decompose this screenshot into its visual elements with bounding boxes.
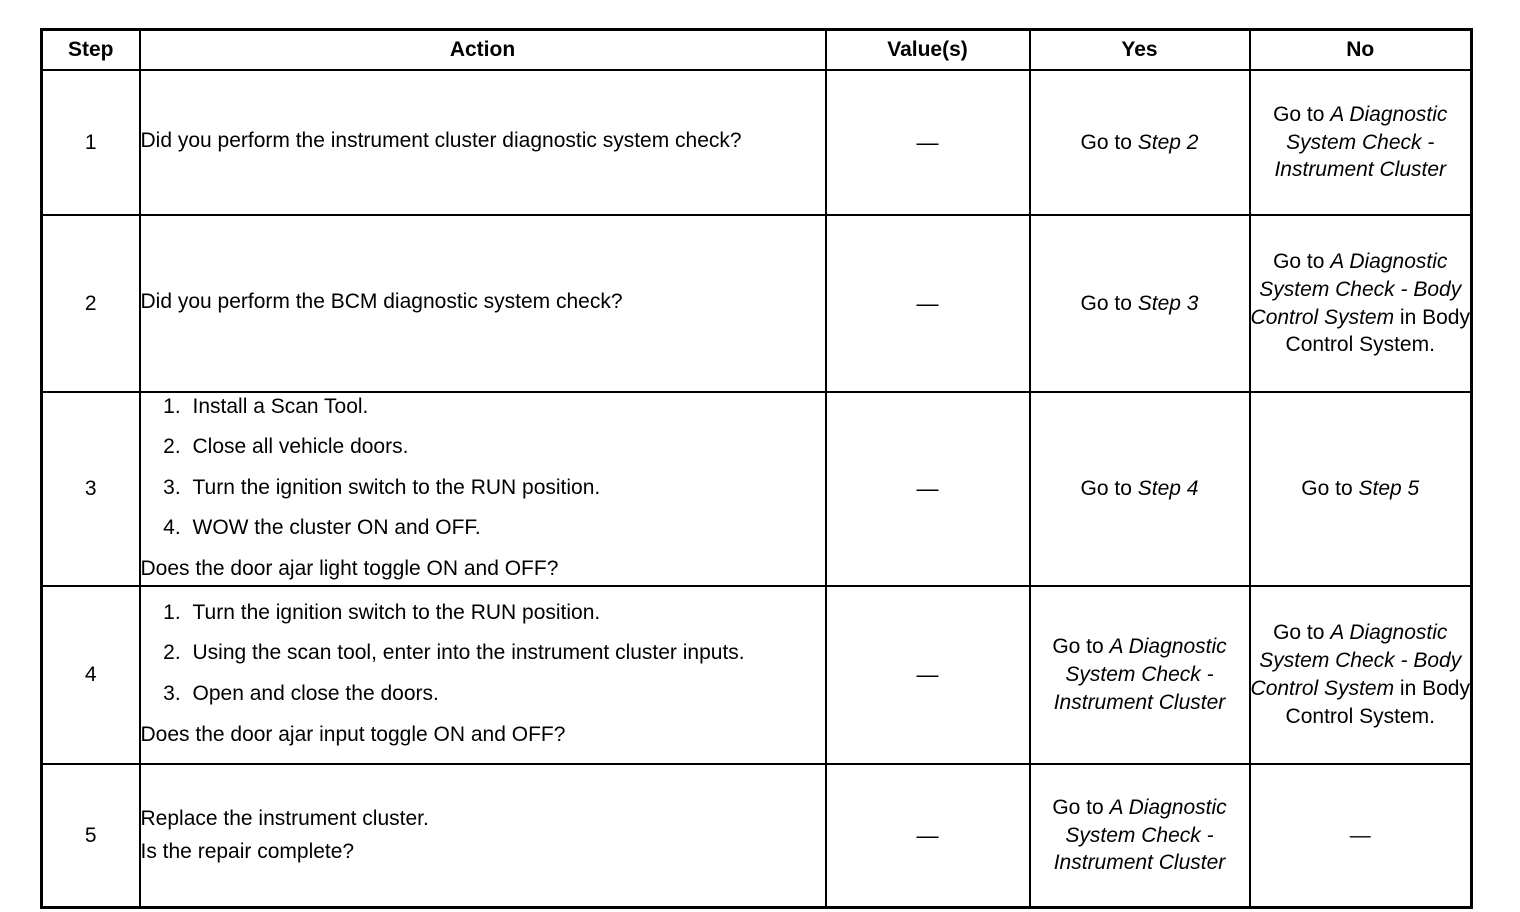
reference-title: A Diagnostic System Check - Instrument C… <box>1274 102 1448 182</box>
reference-title: Step 3 <box>1137 291 1199 315</box>
header-row: Step Action Value(s) Yes No <box>40 28 1473 71</box>
table-header: Step Action Value(s) Yes No <box>40 28 1473 71</box>
column-header-step: Step <box>40 28 141 71</box>
action-step-item: Using the scan tool, enter into the inst… <box>187 639 825 667</box>
reference-title: Step 5 <box>1358 477 1420 501</box>
no-branch-cell: Go to Step 5 <box>1248 391 1473 587</box>
action-question: Did you perform the instrument cluster d… <box>140 129 742 153</box>
yes-branch-text: Go to Step 3 <box>1080 291 1199 315</box>
value-dash: — <box>916 475 939 501</box>
action-cell: Install a Scan Tool. Close all vehicle do… <box>138 391 827 587</box>
value-cell: — <box>824 69 1031 216</box>
action-step-list: Turn the ignition switch to the RUN posi… <box>141 599 825 708</box>
no-branch-text: Go to Step 5 <box>1301 477 1420 501</box>
reference-title: A Diagnostic System Check - Body Control… <box>1250 621 1462 700</box>
step-number-cell: 1 <box>40 69 141 216</box>
table-row: 3 Install a Scan Tool. Close all vehicle d… <box>40 391 1473 587</box>
action-step-item: Turn the ignition switch to the RUN posi… <box>187 474 825 502</box>
action-step-item: Open and close the doors. <box>187 680 825 708</box>
no-branch-text: Go to A Diagnostic System Check - Instru… <box>1273 102 1448 182</box>
action-trailing-question: Does the door ajar light toggle ON and O… <box>140 557 559 581</box>
no-branch-text: Go to A Diagnostic System Check - Body C… <box>1250 621 1470 728</box>
step-number-cell: 2 <box>40 214 141 393</box>
action-question: Did you perform the BCM diagnostic syste… <box>140 290 623 314</box>
reference-title: A Diagnostic System Check - Instrument C… <box>1053 795 1227 875</box>
column-header-values: Value(s) <box>824 28 1031 71</box>
table-row: 4 Turn the ignition switch to the RUN pos… <box>40 584 1473 765</box>
value-cell: — <box>824 584 1031 765</box>
value-cell: — <box>824 214 1031 393</box>
reference-title: Step 2 <box>1137 130 1199 154</box>
value-dash: — <box>916 129 939 155</box>
action-step-item: Install a Scan Tool. <box>187 393 825 421</box>
yes-branch-cell: Go to A Diagnostic System Check - Instru… <box>1028 762 1251 909</box>
no-branch-cell: Go to A Diagnostic System Check - Body C… <box>1248 214 1473 393</box>
column-header-no: No <box>1248 28 1473 71</box>
yes-branch-cell: Go to Step 2 <box>1028 69 1251 216</box>
action-trailing-question: Is the repair complete? <box>140 839 355 863</box>
yes-branch-text: Go to Step 4 <box>1080 477 1199 501</box>
action-step-list: Install a Scan Tool. Close all vehicle do… <box>141 393 825 542</box>
value-dash: — <box>916 822 939 848</box>
yes-branch-text: Go to A Diagnostic System Check - Instru… <box>1052 795 1227 875</box>
yes-branch-cell: Go to Step 3 <box>1028 214 1251 393</box>
no-branch-cell: Go to A Diagnostic System Check - Body C… <box>1248 584 1473 765</box>
action-cell: Did you perform the instrument cluster d… <box>138 69 827 216</box>
yes-branch-cell: Go to A Diagnostic System Check - Instru… <box>1028 584 1251 765</box>
action-step-item: WOW the cluster ON and OFF. <box>187 514 825 542</box>
value-dash: — <box>916 290 939 316</box>
yes-branch-text: Go to Step 2 <box>1080 130 1199 154</box>
no-branch-text: Go to A Diagnostic System Check - Body C… <box>1250 250 1470 357</box>
no-branch-text: — <box>1349 823 1371 847</box>
action-cell: Turn the ignition switch to the RUN posi… <box>138 584 827 765</box>
step-number-cell: 3 <box>40 391 141 587</box>
reference-title: A Diagnostic System Check - Body Control… <box>1250 250 1462 329</box>
value-cell: — <box>824 391 1031 587</box>
step-number-cell: 5 <box>40 762 141 909</box>
action-question: Replace the instrument cluster. <box>140 807 429 831</box>
value-dash: — <box>916 661 939 687</box>
reference-title: Step 4 <box>1137 477 1199 501</box>
column-header-yes: Yes <box>1028 28 1251 71</box>
action-cell: Did you perform the BCM diagnostic syste… <box>138 214 827 393</box>
column-header-action: Action <box>138 28 827 71</box>
action-step-item: Turn the ignition switch to the RUN posi… <box>187 599 825 627</box>
action-cell: Replace the instrument cluster. Is the re… <box>138 762 827 909</box>
no-branch-cell: Go to A Diagnostic System Check - Instru… <box>1248 69 1473 216</box>
value-cell: — <box>824 762 1031 909</box>
no-branch-cell: — <box>1248 762 1473 909</box>
yes-branch-cell: Go to Step 4 <box>1028 391 1251 587</box>
action-step-item: Close all vehicle doors. <box>187 433 825 461</box>
reference-title: A Diagnostic System Check - Instrument C… <box>1053 635 1227 714</box>
step-number-cell: 4 <box>40 584 141 765</box>
yes-branch-text: Go to A Diagnostic System Check - Instru… <box>1052 635 1227 714</box>
action-trailing-question: Does the door ajar input toggle ON and O… <box>140 723 566 747</box>
